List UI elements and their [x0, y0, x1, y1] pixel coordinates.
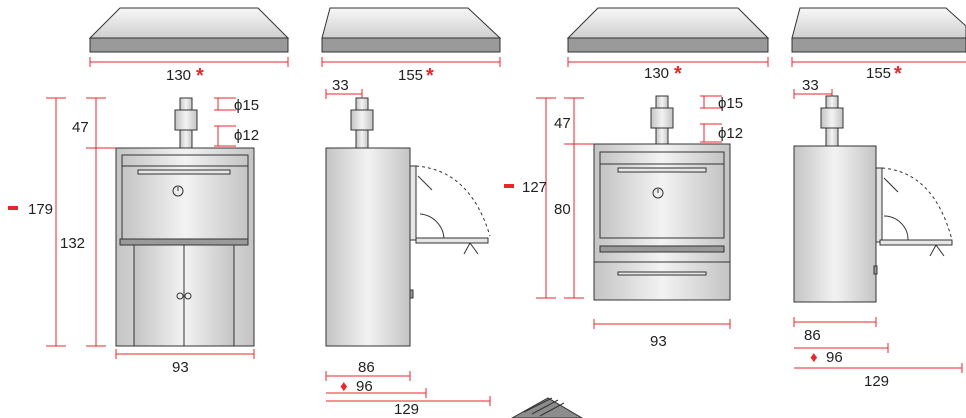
height-dims-1: 179 47 132	[8, 97, 116, 347]
base-width-dim-3: 93	[593, 319, 731, 350]
total-height-marker	[504, 184, 514, 188]
total-height-label: 179	[28, 201, 53, 218]
flue-inner-label: ϕ12	[718, 125, 743, 142]
flue-inner-label: ϕ12	[234, 127, 259, 144]
chimney-height-label: 47	[72, 119, 89, 136]
grill-thumbnail	[510, 397, 583, 418]
base-width-dim-1: 93	[115, 349, 255, 376]
hood-width-label: 130	[644, 65, 669, 82]
flue-offset-dim-2: 33	[325, 77, 363, 99]
body-depth-label: 86	[358, 359, 375, 376]
hood-width-dim-3: 130 *	[567, 57, 769, 85]
max-depth-label: 129	[394, 401, 419, 418]
open-depth-label: 96	[826, 349, 843, 366]
side-view-tall: 155 * 33 86	[321, 7, 502, 418]
hood-depth-dim-2: 155 *	[321, 57, 501, 87]
base-width-label: 93	[650, 333, 667, 350]
hood-depth-dim-4: 155 *	[791, 57, 966, 85]
open-depth-marker: ♦	[340, 378, 348, 395]
hood-depth-label: 155	[866, 65, 891, 82]
cabinet-side-2	[325, 147, 491, 347]
total-height-label: 127	[522, 179, 547, 196]
cabinet-front-1	[115, 147, 255, 347]
chimney-3	[650, 95, 674, 145]
hood-mark: *	[894, 63, 902, 85]
flue-outer-label: ϕ15	[234, 97, 259, 114]
flue-dims-3: ϕ15 ϕ12	[700, 95, 743, 143]
cabinet-front-3	[593, 143, 731, 301]
flue-dims-1: ϕ15 ϕ12	[214, 97, 259, 147]
open-depth-label: 96	[356, 378, 373, 395]
hood-front-3	[566, 7, 770, 53]
hood-mark: *	[196, 65, 204, 87]
hood-width-dim-1: 130 *	[89, 57, 289, 87]
hood-width-label: 130	[166, 67, 191, 84]
hood-side-2	[321, 7, 502, 53]
body-height-label: 132	[60, 235, 85, 252]
chimney-2	[350, 97, 374, 149]
depth-dims-2: 86 ♦ 96 129	[325, 359, 491, 418]
hood-depth-label: 155	[398, 67, 423, 84]
chimney-height-label: 47	[554, 115, 571, 132]
hood-side-4	[791, 7, 966, 53]
flue-offset-label: 33	[332, 77, 349, 94]
body-depth-label: 86	[804, 327, 821, 344]
open-depth-marker: ♦	[810, 349, 818, 366]
hood-mark: *	[426, 65, 434, 87]
hood-mark: *	[674, 63, 682, 85]
front-view-tall: 130 * ϕ15 ϕ12	[8, 7, 290, 376]
height-dims-3: 127 47 80	[504, 97, 594, 299]
body-height-label: 80	[554, 201, 571, 218]
max-depth-label: 129	[864, 373, 889, 390]
chimney-1	[174, 97, 198, 149]
depth-dims-4: 86 ♦ 96 129	[793, 317, 963, 390]
total-height-marker	[8, 206, 18, 210]
chimney-4	[820, 95, 844, 147]
cabinet-side-4	[793, 145, 953, 303]
flue-offset-label: 33	[802, 77, 819, 94]
flue-outer-label: ϕ15	[718, 95, 743, 112]
side-view-short: 155 * 33 86	[791, 7, 966, 390]
hood-front-1	[88, 7, 290, 53]
base-width-label: 93	[172, 359, 189, 376]
front-view-short: 130 * ϕ15 ϕ12	[504, 7, 770, 350]
